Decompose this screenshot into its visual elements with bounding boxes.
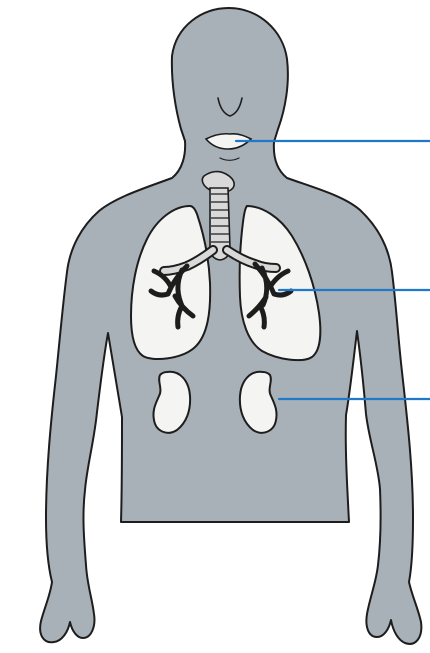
human-body-diagram	[0, 0, 430, 653]
diagram-stage	[0, 0, 430, 653]
